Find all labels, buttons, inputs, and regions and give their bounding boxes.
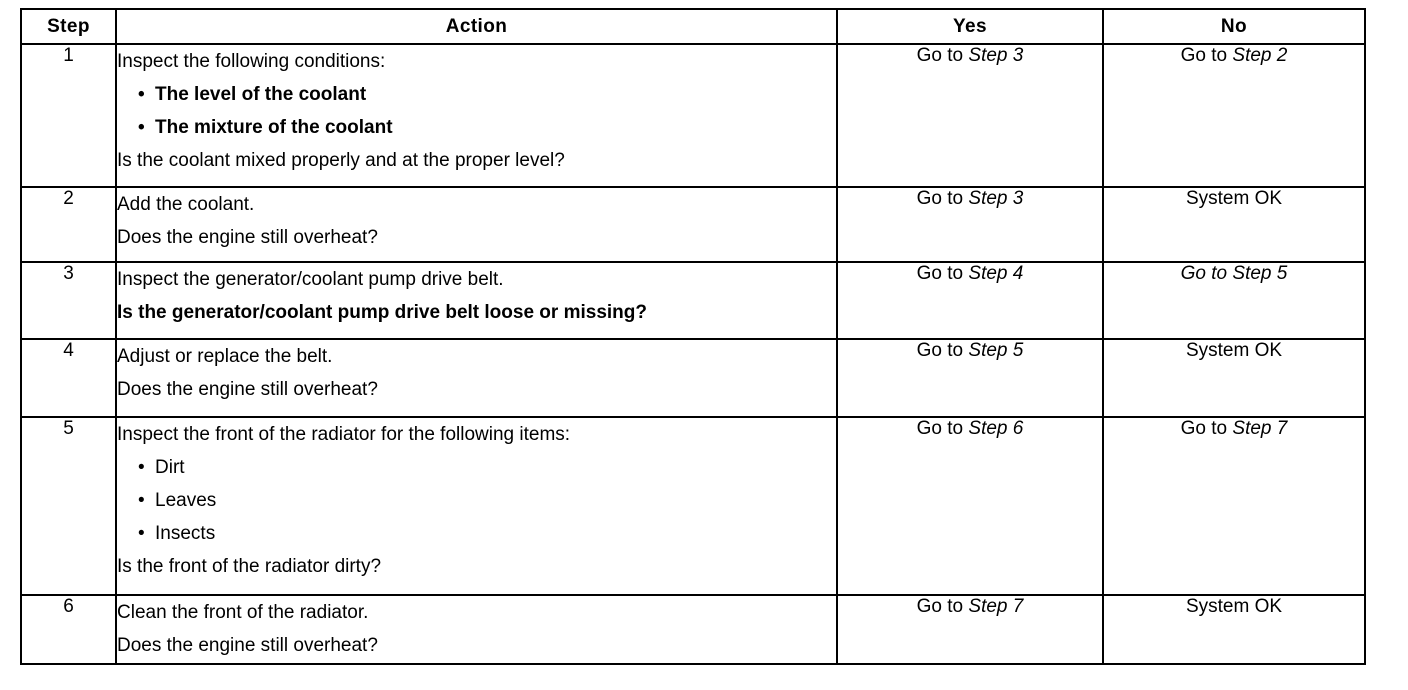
no-result: System OK: [1102, 338, 1366, 418]
no-result: System OK: [1102, 594, 1366, 665]
step-number: 2: [20, 186, 117, 263]
action-intro: Clean the front of the radiator.: [117, 602, 369, 623]
result-step-ref: Step 4: [968, 263, 1024, 284]
result-step-ref: Step 3: [968, 45, 1024, 66]
result-prefix: Go to: [916, 340, 969, 361]
header-row: Step Action Yes No: [20, 8, 1366, 45]
result-status: System OK: [1185, 188, 1283, 209]
result-prefix: Go to: [916, 263, 969, 284]
action-cell: Inspect the generator/coolant pump drive…: [115, 261, 838, 340]
bullet-label: Insects: [155, 523, 216, 544]
yes-result: Go to Step 7: [836, 594, 1104, 665]
bullet-icon: •: [138, 84, 145, 105]
bullet-icon: •: [138, 490, 145, 511]
result-prefix: Go to: [916, 418, 969, 439]
action-cell: Add the coolant. Does the engine still o…: [115, 186, 838, 263]
step-number: 3: [20, 261, 117, 340]
table-body: 1 Inspect the following conditions: • The…: [20, 43, 1366, 665]
action-cell: Inspect the front of the radiator for th…: [115, 416, 838, 596]
step-number: 4: [20, 338, 117, 418]
result-prefix: Go to: [1180, 45, 1233, 66]
result-step-ref: Step 6: [968, 418, 1024, 439]
action-question: Is the front of the radiator dirty?: [117, 556, 382, 577]
table-row: 6 Clean the front of the radiator. Does …: [20, 594, 1366, 665]
table-header: Step Action Yes No: [20, 8, 1366, 45]
yes-result: Go to Step 6: [836, 416, 1104, 596]
troubleshooting-table: Step Action Yes No 1 Inspect the followi…: [20, 8, 1366, 665]
yes-result: Go to Step 5: [836, 338, 1104, 418]
result-prefix: Go to: [1180, 263, 1233, 284]
bullet-icon: •: [138, 523, 145, 544]
no-result: System OK: [1102, 186, 1366, 263]
action-bullet-list: • The level of the coolant • The mixture o…: [117, 78, 836, 144]
result-prefix: Go to: [916, 596, 969, 617]
result-step-ref: Step 3: [968, 188, 1024, 209]
action-intro: Inspect the front of the radiator for th…: [117, 424, 571, 445]
result-prefix: Go to: [916, 188, 969, 209]
result-status: System OK: [1185, 340, 1283, 361]
result-step-ref: Step 7: [1232, 418, 1288, 439]
action-intro: Inspect the following conditions:: [117, 51, 386, 72]
action-question: Does the engine still overheat?: [117, 635, 378, 656]
result-prefix: Go to: [1180, 418, 1233, 439]
list-item: • Dirt: [138, 451, 836, 484]
list-item: • Insects: [138, 517, 836, 550]
action-intro: Add the coolant.: [117, 194, 255, 215]
action-intro: Inspect the generator/coolant pump drive…: [117, 269, 504, 290]
step-number: 1: [20, 43, 117, 188]
bullet-label: The level of the coolant: [155, 84, 367, 105]
yes-result: Go to Step 3: [836, 186, 1104, 263]
column-header-action: Action: [115, 8, 838, 45]
no-result: Go to Step 2: [1102, 43, 1366, 188]
table-row: 2 Add the coolant. Does the engine still…: [20, 186, 1366, 263]
action-cell: Inspect the following conditions: • The l…: [115, 43, 838, 188]
bullet-icon: •: [138, 117, 145, 138]
column-header-no: No: [1102, 8, 1366, 45]
result-step-ref: Step 5: [1232, 263, 1288, 284]
list-item: • The level of the coolant: [138, 78, 836, 111]
action-question: Does the engine still overheat?: [117, 227, 378, 248]
step-number: 6: [20, 594, 117, 665]
list-item: • The mixture of the coolant: [138, 111, 836, 144]
table-row: 3 Inspect the generator/coolant pump dri…: [20, 261, 1366, 340]
action-question: Does the engine still overheat?: [117, 379, 378, 400]
list-item: • Leaves: [138, 484, 836, 517]
bullet-label: The mixture of the coolant: [155, 117, 393, 138]
column-header-step: Step: [20, 8, 117, 45]
result-step-ref: Step 5: [968, 340, 1024, 361]
action-bullet-list: • Dirt • Leaves • Insects: [117, 451, 836, 550]
bullet-label: Leaves: [155, 490, 217, 511]
action-cell: Adjust or replace the belt. Does the eng…: [115, 338, 838, 418]
action-question: Is the coolant mixed properly and at the…: [117, 150, 565, 171]
result-prefix: Go to: [916, 45, 969, 66]
result-step-ref: Step 2: [1232, 45, 1288, 66]
bullet-label: Dirt: [155, 457, 185, 478]
step-number: 5: [20, 416, 117, 596]
yes-result: Go to Step 4: [836, 261, 1104, 340]
action-cell: Clean the front of the radiator. Does th…: [115, 594, 838, 665]
table-row: 4 Adjust or replace the belt. Does the e…: [20, 338, 1366, 418]
no-result: Go to Step 7: [1102, 416, 1366, 596]
action-intro: Adjust or replace the belt.: [117, 346, 333, 367]
result-status: System OK: [1185, 596, 1283, 617]
no-result: Go to Step 5: [1102, 261, 1366, 340]
table-row: 5 Inspect the front of the radiator for …: [20, 416, 1366, 596]
yes-result: Go to Step 3: [836, 43, 1104, 188]
result-step-ref: Step 7: [968, 596, 1024, 617]
column-header-yes: Yes: [836, 8, 1104, 45]
table-row: 1 Inspect the following conditions: • The…: [20, 43, 1366, 188]
bullet-icon: •: [138, 457, 145, 478]
action-question: Is the generator/coolant pump drive belt…: [117, 302, 647, 323]
